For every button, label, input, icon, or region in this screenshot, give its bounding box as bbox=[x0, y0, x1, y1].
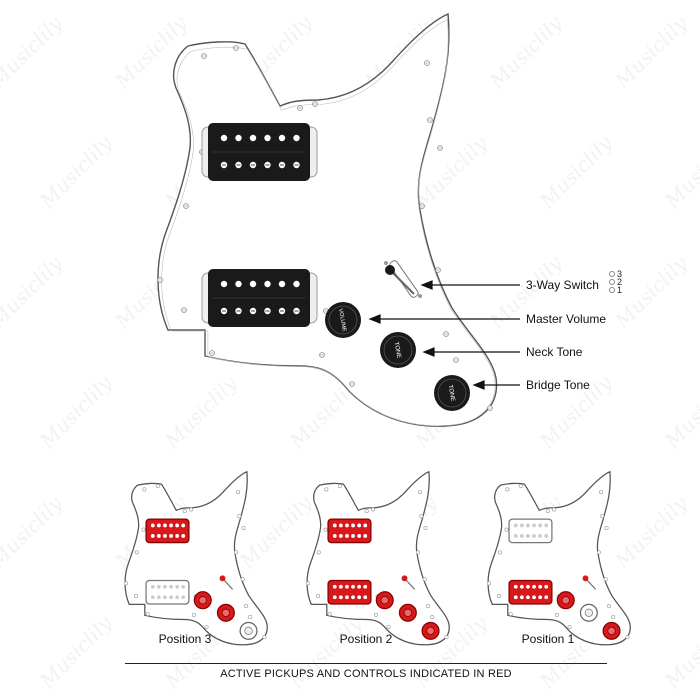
three-way-switch bbox=[384, 260, 422, 298]
label-bridge-tone: Bridge Tone bbox=[526, 378, 590, 392]
switch-position-3: 3 bbox=[609, 270, 622, 279]
bridge-tone-knob: TONE bbox=[434, 375, 470, 411]
bridge-tone-knob-label: TONE bbox=[447, 384, 456, 401]
neck-pickup-mini bbox=[145, 518, 190, 544]
position-diagram-1 bbox=[486, 471, 631, 646]
switch-position-numbers: 3 2 1 bbox=[609, 270, 622, 295]
caption-divider bbox=[125, 663, 607, 664]
neck-humbucker bbox=[201, 123, 318, 181]
bridge-pickup-mini bbox=[327, 579, 372, 605]
switch-position-1: 1 bbox=[609, 286, 622, 295]
neck-tone-knob: TONE bbox=[380, 332, 416, 368]
callout-arrows bbox=[368, 280, 520, 390]
label-three-way-switch: 3-Way Switch bbox=[526, 278, 599, 292]
position-diagrams bbox=[123, 471, 631, 646]
bridge-humbucker bbox=[201, 269, 318, 327]
neck-tone-knob-label: TONE bbox=[393, 341, 402, 358]
position-diagram-3 bbox=[123, 471, 268, 646]
label-neck-tone: Neck Tone bbox=[526, 345, 583, 359]
neck-pickup-mini bbox=[327, 518, 372, 544]
neck-pickup-mini bbox=[508, 518, 553, 544]
caption: ACTIVE PICKUPS AND CONTROLS INDICATED IN… bbox=[220, 668, 512, 680]
switch-position-2: 2 bbox=[609, 278, 622, 287]
volume-knob: VOLUME bbox=[325, 302, 361, 338]
label-master-volume: Master Volume bbox=[526, 312, 607, 326]
bridge-pickup-mini bbox=[508, 579, 553, 605]
position-2-label: Position 2 bbox=[339, 632, 393, 646]
position-3-label: Position 3 bbox=[158, 632, 212, 646]
volume-knob-label: VOLUME bbox=[337, 308, 347, 332]
bridge-pickup-mini bbox=[145, 579, 190, 605]
position-1-label: Position 1 bbox=[521, 632, 575, 646]
main-pickguard: VOLUME TONE TONE bbox=[157, 13, 498, 427]
position-diagram-2 bbox=[305, 471, 450, 646]
